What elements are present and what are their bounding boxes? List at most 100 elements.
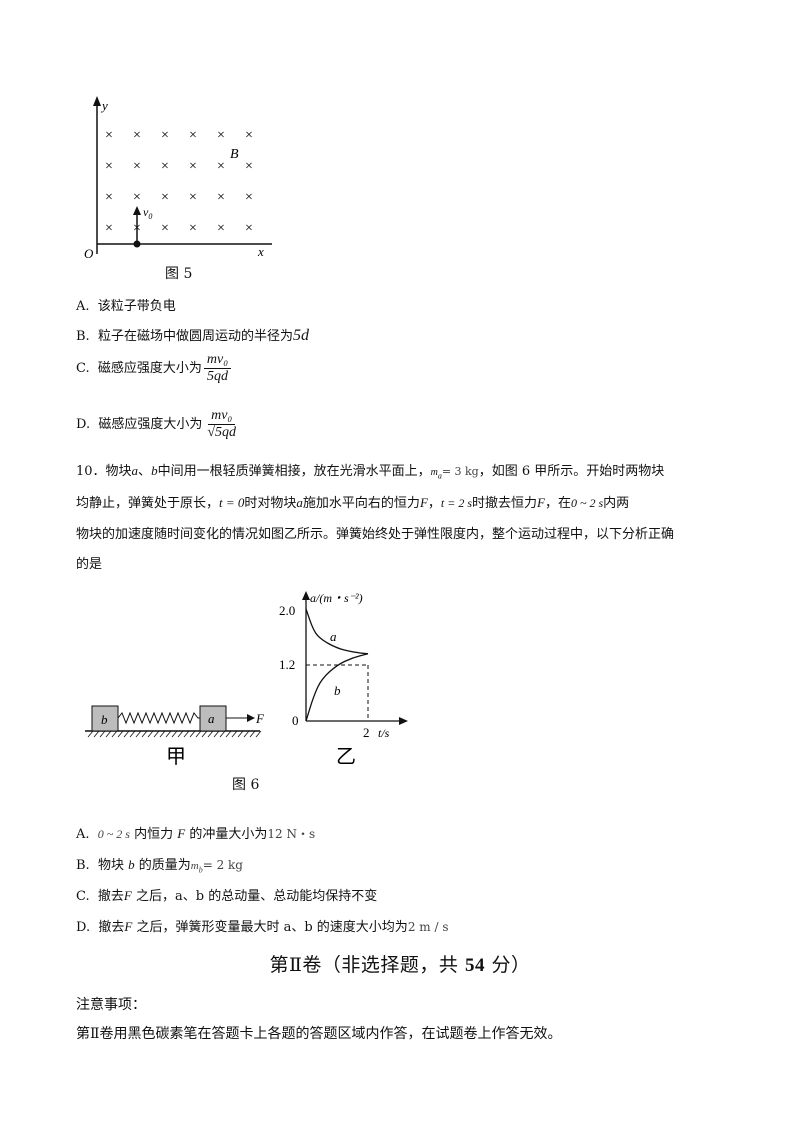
field-cross: × — [189, 159, 197, 174]
hatch-mark — [231, 730, 238, 738]
instruction-text: 第Ⅱ卷用黑色碳素笔在答题卡上各题的答题区域内作答，在试题卷上作答无效。 — [76, 1026, 562, 1042]
magnetic-field-crosses: ×××××××××××××××××××××××× — [105, 128, 253, 236]
hatch-mark — [207, 730, 214, 738]
field-cross: × — [133, 190, 141, 205]
spring — [117, 711, 200, 725]
figure-6: b a F 甲 a/(m・s⁻²) t/s 2.0 1.2 0 2 a b 乙 — [85, 591, 408, 768]
velocity-arrowhead — [133, 206, 141, 215]
y-axis-arrow — [93, 96, 101, 106]
curve-a — [305, 608, 369, 655]
hatch-mark — [201, 730, 208, 738]
field-cross: × — [133, 128, 141, 143]
x-axis-label: x — [257, 244, 264, 259]
ground-hatch — [87, 730, 262, 738]
field-cross: × — [245, 128, 253, 143]
field-cross: × — [161, 128, 169, 143]
figure-5: y x O ×××××××××××××××××××××××× B v0 — [84, 96, 272, 261]
field-cross: × — [161, 190, 169, 205]
field-cross: × — [105, 159, 113, 174]
q10-option-a: A. 0 ~ 2 s 内恒力 F 的冲量大小为12 N・s — [76, 826, 316, 842]
curve-a-label: a — [330, 629, 337, 644]
graph-y-arrow — [302, 591, 310, 600]
field-cross: × — [105, 128, 113, 143]
hatch-mark — [237, 730, 244, 738]
field-cross: × — [105, 190, 113, 205]
label-jia: 甲 — [166, 746, 186, 768]
q10-option-d: D. 撤去F 之后，弹簧形变量最大时 a、b 的速度大小均为2 m / s — [76, 919, 449, 935]
hatch-mark — [111, 730, 118, 738]
tick-x-2: 2 — [363, 725, 370, 740]
hatch-mark — [153, 730, 160, 738]
block-b-label: b — [101, 712, 108, 727]
graph-x-label: t/s — [378, 726, 390, 740]
hatch-mark — [141, 730, 148, 738]
field-cross: × — [105, 221, 113, 236]
hatch-mark — [93, 730, 100, 738]
curve-b-label: b — [334, 683, 341, 698]
q10-line-1: 10．物块a、b中间用一根轻质弹簧相接，放在光滑水平面上，ma= 3 kg，如图… — [76, 463, 665, 481]
hatch-mark — [189, 730, 196, 738]
hatch-mark — [135, 730, 142, 738]
hatch-mark — [255, 730, 262, 738]
block-a-label: a — [208, 711, 215, 726]
field-label: B — [230, 147, 239, 162]
graph-x-arrow — [399, 717, 408, 725]
notice-label: 注意事项： — [76, 997, 146, 1013]
block-b — [91, 705, 119, 732]
hatch-mark — [249, 730, 256, 738]
field-cross: × — [217, 159, 225, 174]
graph-y-label: a/(m・s⁻²) — [310, 591, 363, 605]
force-arrowhead — [247, 714, 255, 722]
field-cross: × — [161, 221, 169, 236]
q10-line-3: 物块的加速度随时间变化的情况如图乙所示。弹簧始终处于弹性限度内，整个运动过程中，… — [76, 527, 675, 542]
hatch-mark — [213, 730, 220, 738]
hatch-mark — [147, 730, 154, 738]
hatch-mark — [105, 730, 112, 738]
field-cross: × — [189, 190, 197, 205]
label-yi: 乙 — [336, 746, 356, 768]
hatch-mark — [123, 730, 130, 738]
tick-y-0: 0 — [292, 713, 299, 728]
hatch-mark — [159, 730, 166, 738]
field-cross: × — [245, 221, 253, 236]
field-cross: × — [133, 159, 141, 174]
hatch-mark — [129, 730, 136, 738]
hatch-mark — [195, 730, 202, 738]
q9-option-b: B. 粒子在磁场中做圆周运动的半径为5d — [76, 327, 309, 344]
origin-label: O — [84, 246, 94, 261]
hatch-mark — [243, 730, 250, 738]
hatch-mark — [183, 730, 190, 738]
block-a — [199, 705, 227, 732]
hatch-mark — [99, 730, 106, 738]
tick-y-1-2: 1.2 — [279, 657, 295, 672]
hatch-mark — [165, 730, 172, 738]
q9-option-a: A. 该粒子带负电 — [76, 299, 176, 314]
figure-5-caption: 图 5 — [165, 266, 193, 282]
q10-line-2: 均静止，弹簧处于原长，t = 0时对物块a施加水平向右的恒力F，t = 2 s时… — [76, 495, 630, 511]
q10-option-c: C. 撤去F 之后，a、b 的总动量、总动能均保持不变 — [76, 888, 378, 904]
q10-line-4: 的是 — [76, 557, 103, 572]
hatch-mark — [117, 730, 124, 738]
particle-dot — [133, 240, 141, 248]
q10-option-b: B. 物块 b 的质量为mb= 2 kg — [76, 857, 243, 875]
field-cross: × — [217, 128, 225, 143]
velocity-label: v0 — [143, 205, 152, 221]
figure-6-caption: 图 6 — [232, 777, 260, 793]
field-cross: × — [161, 159, 169, 174]
field-cross: × — [217, 190, 225, 205]
hatch-mark — [219, 730, 226, 738]
field-cross: × — [189, 221, 197, 236]
hatch-mark — [171, 730, 178, 738]
field-cross: × — [189, 128, 197, 143]
tick-y-2: 2.0 — [279, 603, 295, 618]
y-axis-label: y — [100, 98, 108, 113]
hatch-mark — [177, 730, 184, 738]
section-2-title: 第Ⅱ卷（非选择题，共 54 分） — [269, 954, 531, 976]
hatch-mark — [87, 730, 94, 738]
hatch-mark — [225, 730, 232, 738]
field-cross: × — [245, 190, 253, 205]
force-label: F — [255, 711, 265, 726]
curve-b — [305, 653, 369, 722]
